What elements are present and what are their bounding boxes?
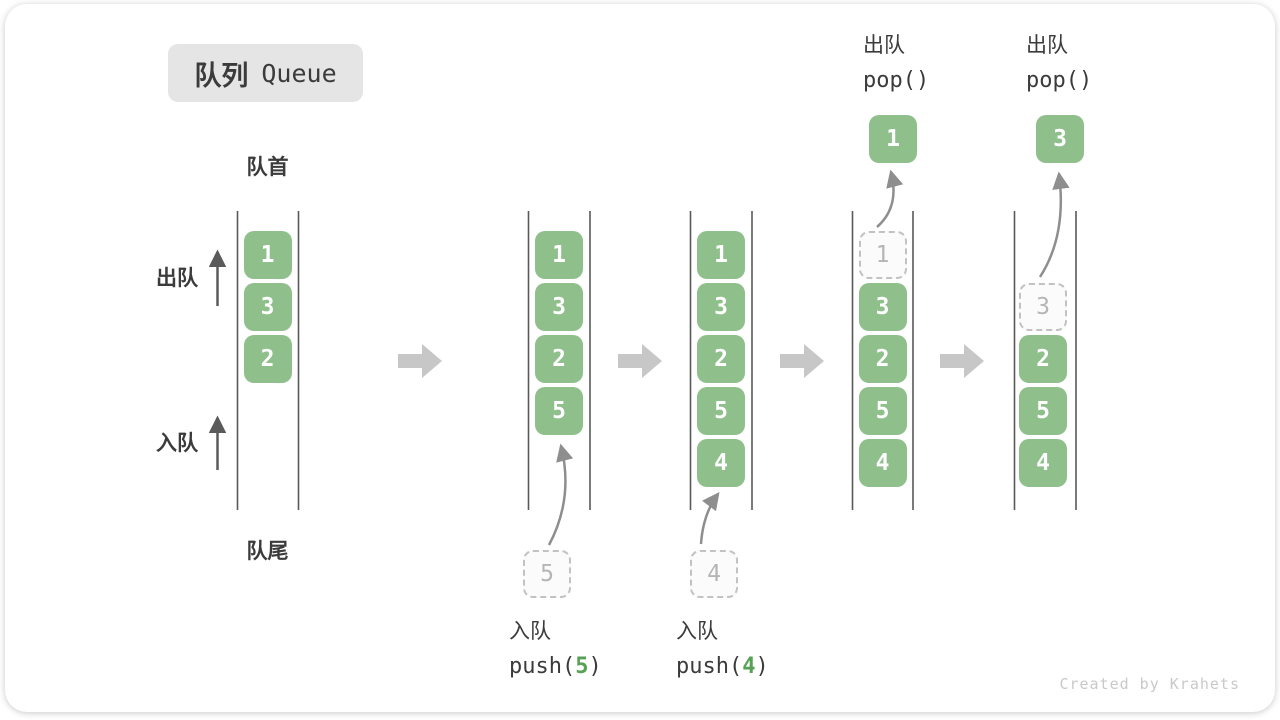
op-code-label: pop() [1026,68,1092,94]
queue-cell: 2 [858,335,907,383]
queue-cell: 1 [535,231,583,279]
queue-cell: 4 [858,439,907,487]
op-code-arg: 5 [575,654,589,679]
queue-cell: 2 [243,335,292,383]
queue-cell: 2 [1019,335,1067,383]
op-label-zh: 入队 [509,620,551,643]
title-zh: 队列 [194,60,249,91]
op-code-text: push( [676,654,743,679]
queue-cell: 3 [858,283,907,331]
queue-cell-ghost: 1 [858,231,907,279]
queue-cell-ghost: 3 [1019,283,1067,331]
queue-cell: 5 [858,387,907,435]
watermark: Created by Krahets [1059,675,1240,693]
op-label-zh: 出队 [1026,34,1068,57]
op-code-text: pop() [1026,68,1093,93]
queue-rear-label: 队尾 [246,540,289,563]
queue-front-label: 队首 [246,156,289,179]
dequeue-side-label: 出队 [156,267,198,290]
op-code-text: ) [755,654,769,679]
enqueue-side-label: 入队 [156,432,198,455]
queue-cell: 5 [535,387,583,435]
op-label-zh: 入队 [676,620,718,643]
op-code-text: push( [509,654,576,679]
popped-cell: 3 [1036,115,1084,163]
push-staging-cell: 4 [690,550,738,598]
op-code-arg: 4 [742,654,756,679]
op-code-label: push(4) [676,654,769,680]
op-label-zh: 出队 [863,34,905,57]
op-code-label: push(5) [509,654,602,680]
op-code-label: pop() [863,68,929,94]
queue-cell: 1 [697,231,745,279]
op-code-text: ) [588,654,602,679]
popped-cell: 1 [869,115,917,163]
queue-cell: 3 [535,283,583,331]
queue-cell: 3 [697,283,745,331]
queue-cell: 4 [697,439,745,487]
title-en: Queue [261,58,337,88]
queue-cell: 3 [243,283,292,331]
queue-cell: 5 [1019,387,1067,435]
queue-cell: 4 [1019,439,1067,487]
queue-cell: 1 [243,231,292,279]
queue-cell: 2 [697,335,745,383]
queue-cell: 2 [535,335,583,383]
push-staging-cell: 5 [523,550,571,598]
op-code-text: pop() [863,68,930,93]
title-badge: 队列 Queue [168,44,363,102]
queue-cell: 5 [697,387,745,435]
